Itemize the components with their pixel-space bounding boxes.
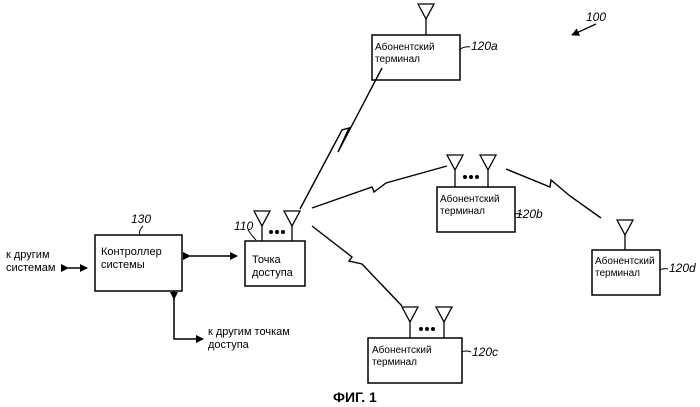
- terminal-120c-label-line1: Абонентский: [372, 345, 432, 357]
- access-point-antenna-right: [284, 211, 300, 241]
- other-systems-label-line2: системам: [6, 262, 55, 275]
- wireless-link-120b: [312, 166, 447, 208]
- figure-caption: ФИГ. 1: [333, 389, 377, 405]
- controller-label-line2: системы: [101, 259, 145, 272]
- other-aps-label-line1: к другим точкам: [208, 326, 290, 339]
- wireless-link-120c: [312, 226, 402, 306]
- terminal-120b-antenna-right: [480, 155, 496, 187]
- terminal-120c-dots: [419, 327, 435, 331]
- terminal-120d-label-line2: терминал: [595, 268, 640, 280]
- terminal-120d-antenna: [617, 220, 633, 250]
- terminal-120b-ref: 120b: [516, 208, 543, 221]
- controller-label-line1: Контроллер: [101, 246, 162, 259]
- terminal-120b-dots: [463, 175, 479, 179]
- other-aps-label-line2: доступа: [208, 339, 249, 352]
- terminal-120d-ref: 120d: [669, 262, 696, 275]
- terminal-120c-ref: 120c: [472, 346, 498, 359]
- terminal-120d-label-line1: Абонентский: [595, 256, 655, 268]
- terminal-120c-antenna-right: [436, 307, 452, 338]
- terminal-120b-antenna-left: [447, 155, 463, 187]
- terminal-120b-label-line2: терминал: [440, 206, 485, 218]
- figure-ref-number: 100: [586, 11, 606, 24]
- access-point-label-line2: доступа: [252, 267, 293, 280]
- terminal-120a-label-line1: Абонентский: [375, 42, 435, 54]
- access-point-label-line1: Точка: [252, 254, 281, 267]
- terminal-120a-antenna: [418, 4, 434, 35]
- terminal-120c-label-line2: терминал: [372, 357, 417, 369]
- terminal-120c-antenna-left: [402, 307, 418, 338]
- other-systems-label-line1: к другим: [6, 249, 50, 262]
- link-controller-other-aps: [174, 291, 203, 339]
- terminal-120b-label-line1: Абонентский: [440, 194, 500, 206]
- terminal-120c-ref-leader: [461, 351, 471, 352]
- figure-ref-pointer: [572, 24, 596, 35]
- access-point-dots: [269, 230, 285, 234]
- access-point-ref: 110: [234, 220, 253, 233]
- controller-ref: 130: [131, 213, 151, 226]
- terminal-120a-label-line2: терминал: [375, 54, 420, 66]
- access-point-antenna-left: [254, 211, 270, 241]
- terminal-120a-ref: 120a: [471, 40, 498, 53]
